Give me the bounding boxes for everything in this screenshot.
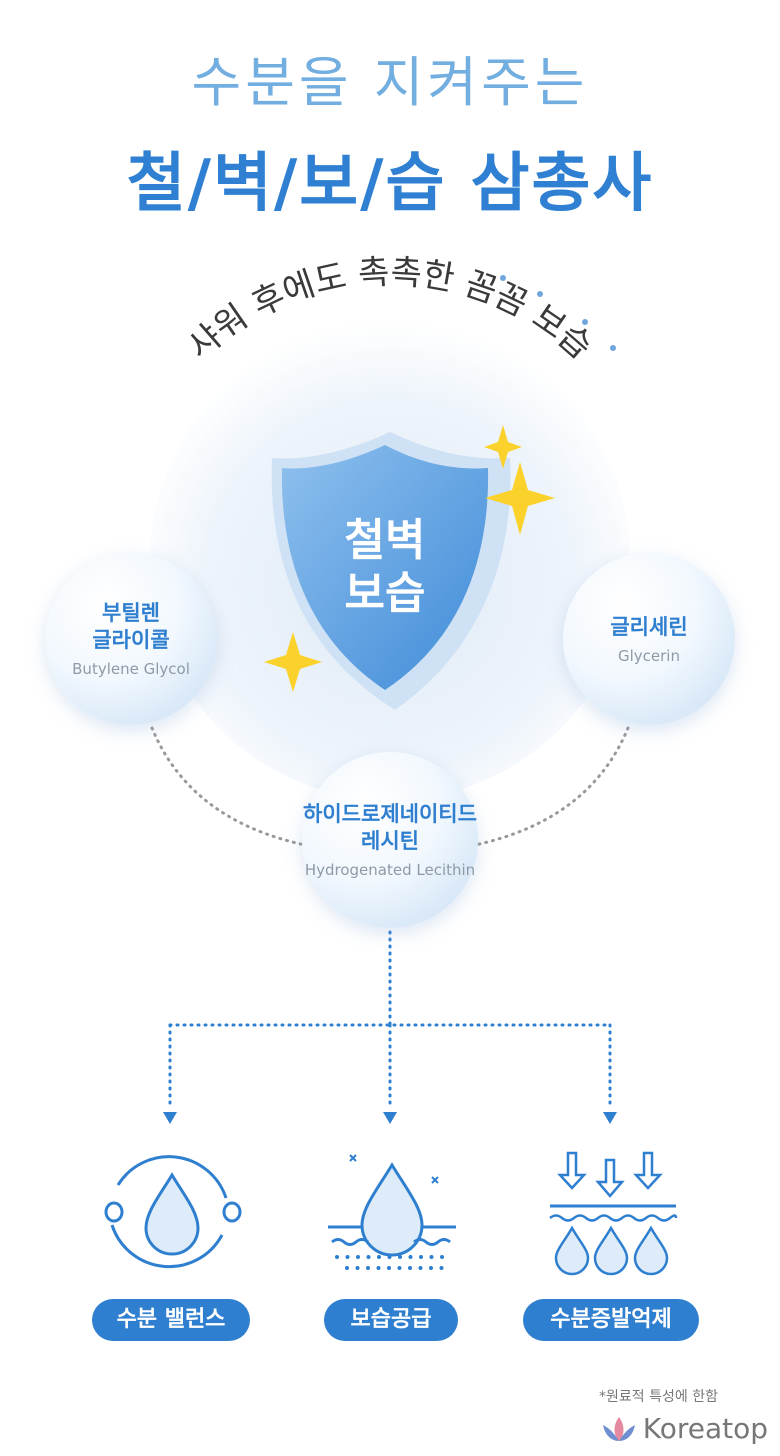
arrowheads	[163, 1112, 617, 1124]
ingredient-name-en: Butylene Glycol	[72, 660, 190, 678]
ingredient-name-ko: 레시틴	[361, 829, 419, 853]
ingredient-name-ko: 글리세린	[610, 614, 688, 639]
water-balance-icon	[104, 1155, 242, 1269]
benefit-pill-moisture-supply: 보습공급	[324, 1299, 458, 1341]
svg-text:보습: 보습	[345, 568, 426, 619]
header-subtitle: 수분을 지켜주는	[191, 51, 589, 114]
ingredient-name-ko: 글라이콜	[92, 628, 170, 652]
ingredient-name-ko: 하이드로제네이티드	[303, 802, 477, 826]
benefit-pill-water-balance: 수분 밸런스	[92, 1299, 250, 1341]
lotus-icon	[602, 1416, 635, 1441]
sparkle-star-icon	[264, 425, 555, 692]
evaporation-block-icon	[549, 1151, 678, 1276]
flow-lines	[168, 930, 612, 1110]
footnote: *원료적 특성에 한함	[599, 1389, 718, 1405]
benefit-pill-evaporation-block: 수분증발억제	[523, 1299, 699, 1341]
ingredient-name-en: Glycerin	[618, 646, 680, 665]
ingredient-bubble-butylene-glycol: 부틸렌 글라이콜 Butylene Glycol	[45, 553, 217, 725]
ingredient-name-en: Hydrogenated Lecithin	[304, 861, 476, 879]
moisture-supply-icon	[328, 1154, 456, 1270]
ingredient-name-ko: 부틸렌	[102, 601, 160, 625]
brand-name: Koreatop	[642, 1412, 768, 1445]
shield-icon: 철벽 보습	[271, 432, 511, 710]
ingredient-bubble-glycerin: 글리세린 Glycerin	[563, 553, 735, 725]
header-title: 철/벽/보/습 삼총사	[126, 147, 654, 221]
brand-logo: Koreatop	[599, 1412, 768, 1445]
ingredient-bubble-hydrogenated-lecithin: 하이드로제네이티드 레시틴 Hydrogenated Lecithin	[302, 752, 478, 928]
sparkle-dots	[500, 275, 616, 351]
svg-text:철벽: 철벽	[345, 515, 426, 566]
